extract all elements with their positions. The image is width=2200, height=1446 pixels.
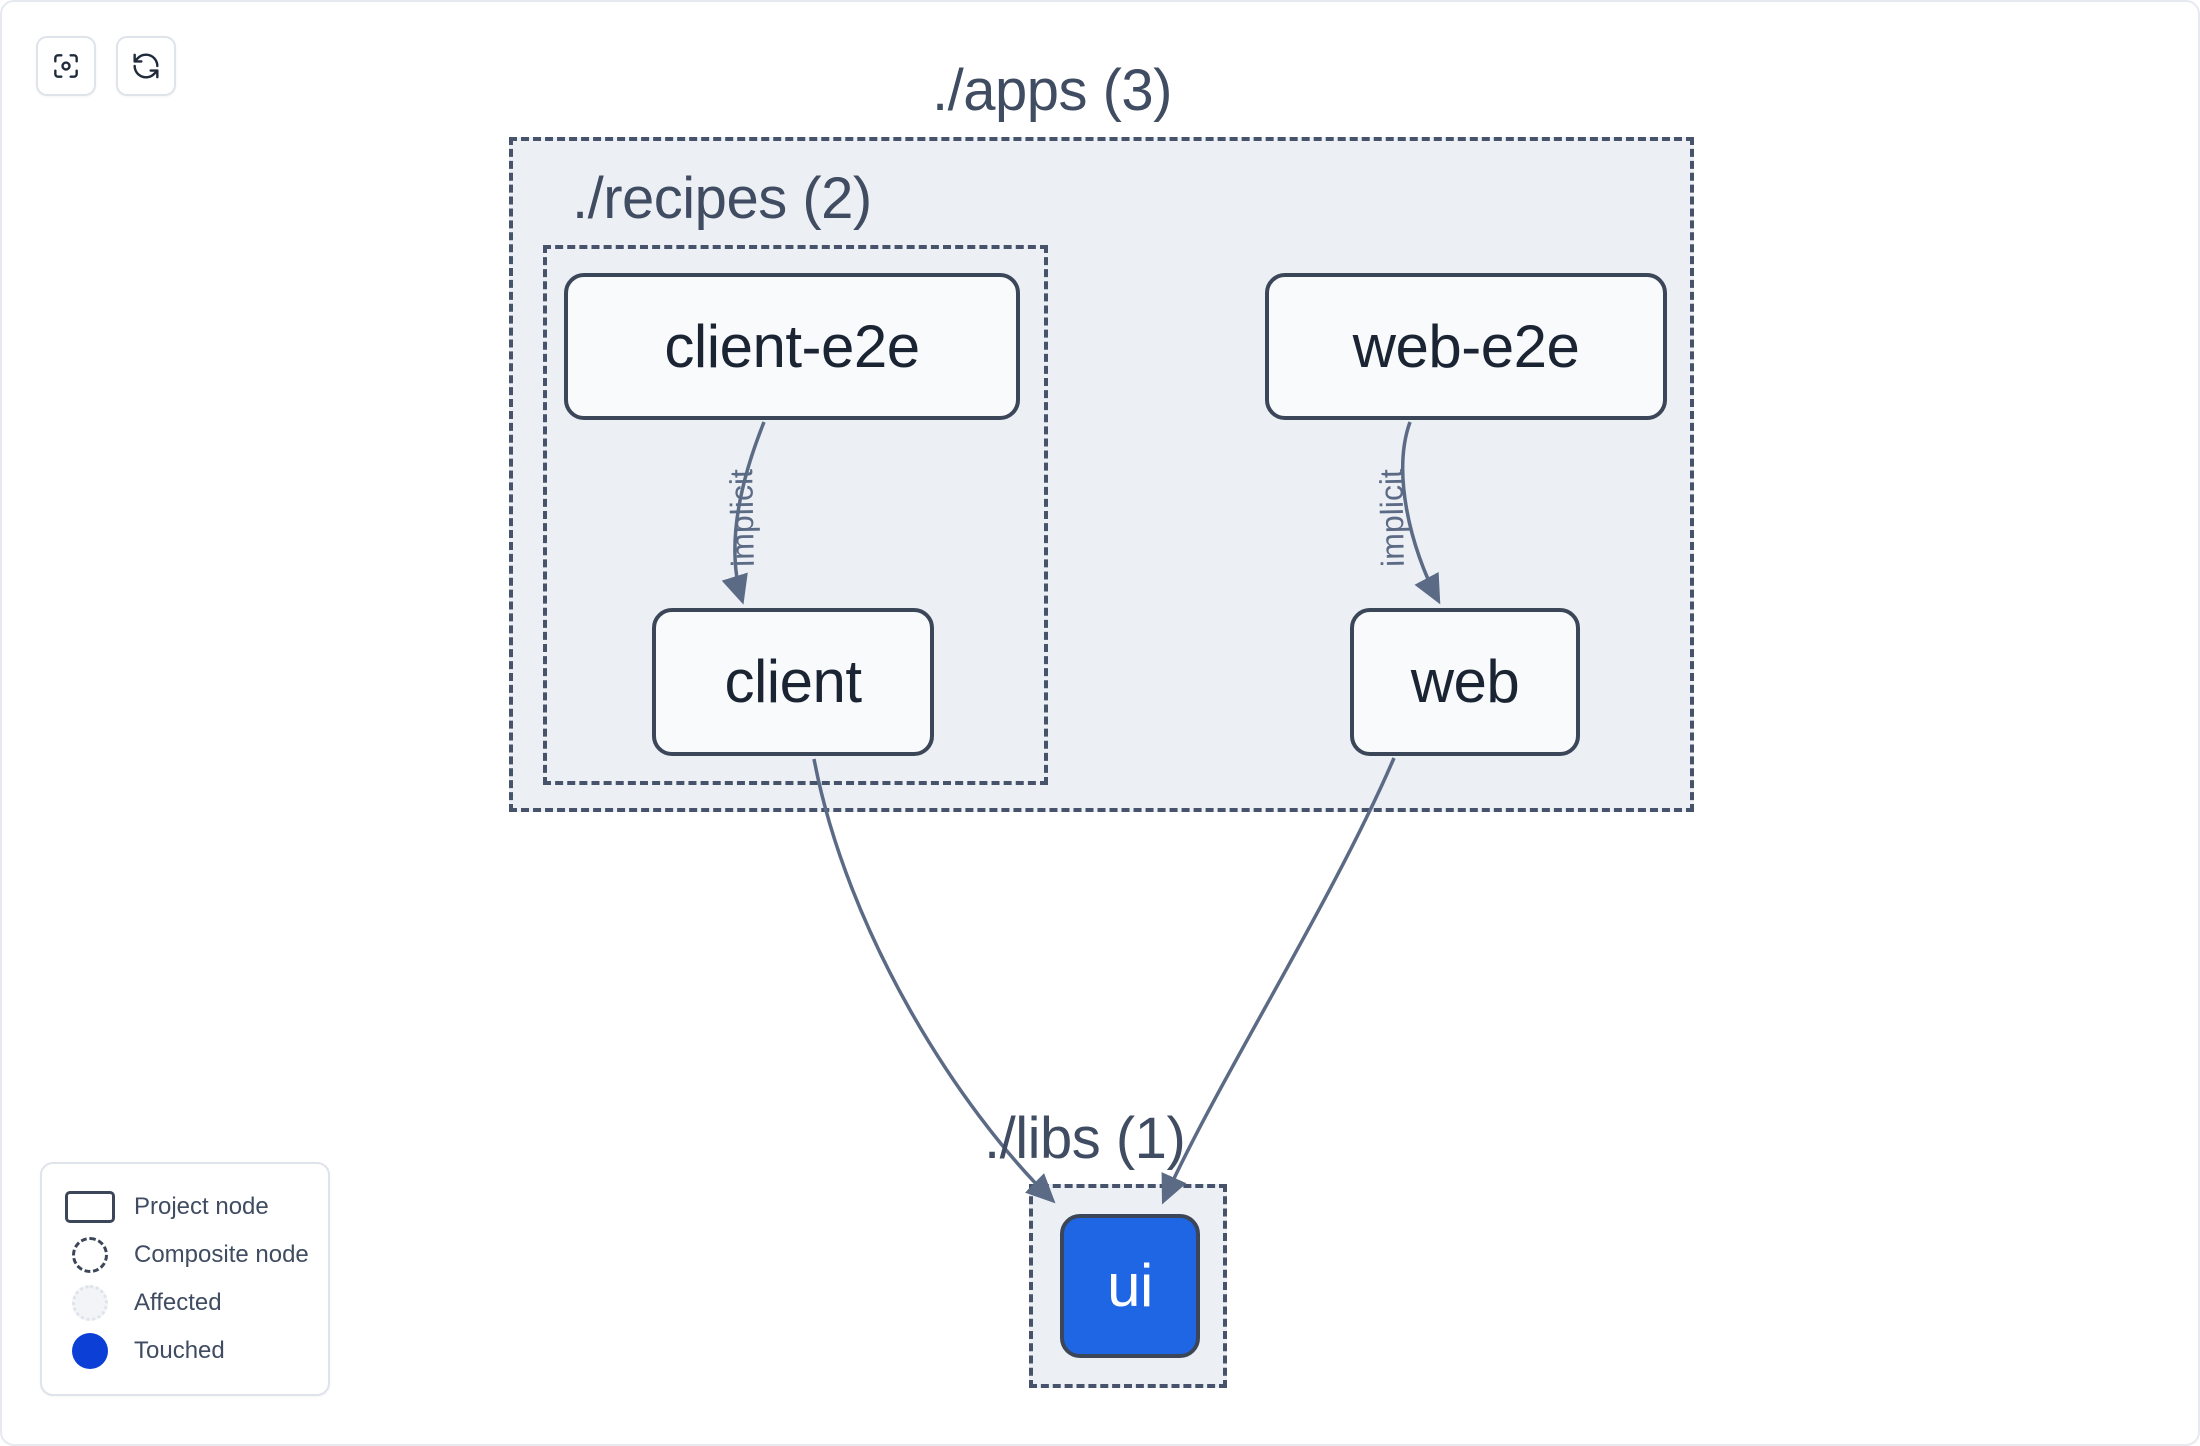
refresh-graph-button[interactable]: [116, 36, 176, 96]
project-node-ui[interactable]: ui: [1060, 1214, 1200, 1358]
project-node-label: ui: [1107, 1252, 1153, 1319]
legend-item-touched: Touched: [64, 1327, 308, 1375]
focus-graph-button[interactable]: [36, 36, 96, 96]
group-label-libs: ./libs (1): [984, 1106, 1186, 1171]
project-node-web-e2e[interactable]: web-e2e: [1265, 273, 1667, 420]
composite-node-glyph: [64, 1237, 116, 1273]
touched-glyph: [64, 1333, 116, 1369]
project-node-label: web-e2e: [1352, 312, 1580, 380]
legend-item-project-node: Project node: [64, 1183, 308, 1231]
affected-glyph: [64, 1285, 116, 1321]
legend-item-affected: Affected: [64, 1279, 308, 1327]
project-node-label: web: [1410, 648, 1520, 715]
edge-label-web-e2e-web: implicit: [1373, 468, 1411, 568]
legend-item-label: Affected: [134, 1289, 222, 1316]
project-node-client[interactable]: client: [652, 608, 934, 756]
group-label-apps: ./apps (3): [932, 58, 1173, 123]
legend-item-composite-node: Composite node: [64, 1231, 309, 1279]
edge-label-client-e2e-client: implicit: [723, 468, 761, 568]
refresh-icon: [130, 50, 162, 82]
focus-target-icon: [50, 50, 82, 82]
legend-item-label: Project node: [134, 1193, 269, 1220]
project-node-client-e2e[interactable]: client-e2e: [564, 273, 1020, 420]
legend-item-label: Composite node: [134, 1241, 309, 1268]
group-label-recipes: ./recipes (2): [572, 166, 872, 231]
project-node-label: client-e2e: [664, 312, 920, 380]
project-node-label: client: [724, 648, 862, 715]
graph-toolbar: [36, 36, 176, 96]
project-node-glyph: [64, 1191, 116, 1223]
graph-legend: Project node Composite node Affected Tou…: [40, 1162, 330, 1396]
project-node-web[interactable]: web: [1350, 608, 1580, 756]
legend-item-label: Touched: [134, 1337, 225, 1364]
